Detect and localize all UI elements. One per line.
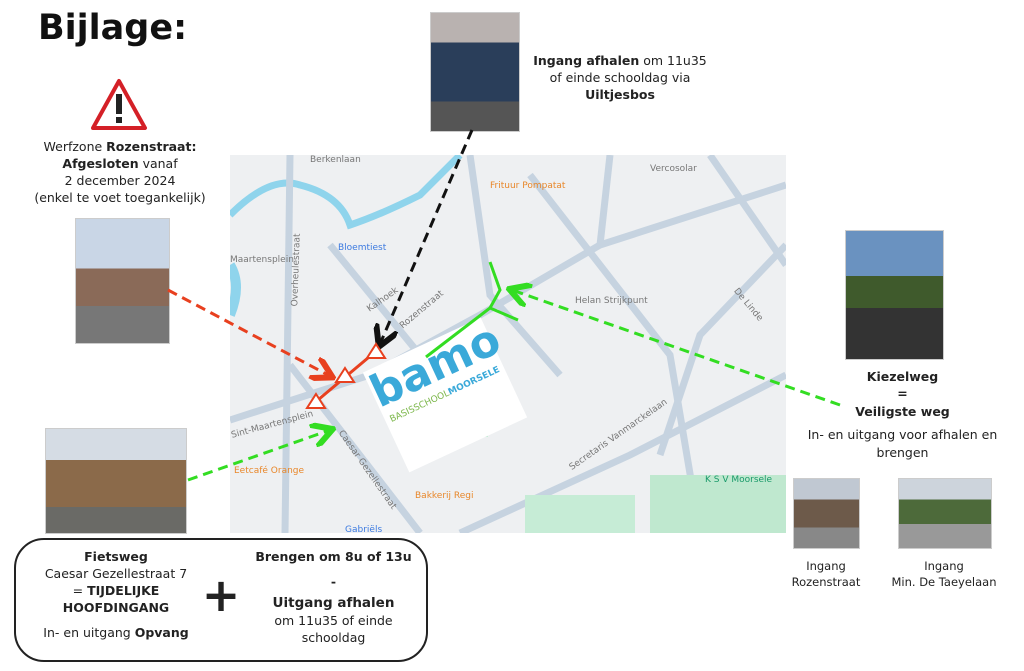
map-label: Berkenlaan [310, 155, 361, 165]
text: TIJDELIJKE [87, 583, 160, 598]
text: Ingang [806, 559, 846, 573]
photo-rozenstraat-street [75, 218, 170, 344]
eq: = [897, 386, 908, 401]
map-label: K S V Moorsele [705, 475, 773, 485]
map: Berkenlaan Vercosolar Frituur Pompatat B… [230, 155, 786, 533]
photo-kiezelweg [845, 230, 944, 360]
photo-ingang-rozenstraat [793, 478, 860, 549]
text: In- en uitgang voor afhalen en [807, 427, 998, 442]
title: Kiezelweg [866, 369, 939, 384]
map-label: Gabriëls [345, 525, 383, 533]
address: Caesar Gezellestraat 7 [44, 566, 188, 581]
title: Fietsweg [84, 549, 148, 564]
map-label: Maartensplein [230, 255, 294, 265]
map-label: Bakkerij Regi [415, 491, 474, 501]
photo-ingang-taeyelaan [898, 478, 992, 549]
top-info: Ingang afhalen om 11u35 of einde schoold… [520, 52, 720, 103]
date: 2 december 2024 [64, 173, 176, 188]
closed: Afgesloten [62, 156, 139, 171]
right-info: Kiezelweg = Veiligste weg In- en uitgang… [800, 368, 1005, 462]
text: Ingang [924, 559, 964, 573]
map-label: Vercosolar [650, 164, 697, 174]
text: Ingang afhalen [533, 53, 640, 68]
text: HOOFDINGANG [62, 600, 170, 615]
text: schooldag [301, 630, 366, 645]
text: om 11u35 [639, 53, 707, 68]
text: om 11u35 of einde [274, 613, 393, 628]
page-title: Bijlage: [38, 8, 188, 48]
text: Brengen om 8u of 13u [255, 549, 412, 564]
text: brengen [876, 445, 929, 460]
text: Uiltjesbos [585, 87, 655, 102]
text: Rozenstraat [791, 575, 861, 589]
text: Uitgang afhalen [272, 595, 395, 611]
note: (enkel te voet toegankelijk) [34, 190, 206, 205]
map-label: Eetcafé Orange [234, 466, 305, 476]
text: vanaf [138, 156, 178, 171]
text: Opvang [134, 625, 189, 640]
text: Werfzone [43, 139, 107, 154]
map-label: Bloemtiest [338, 243, 387, 253]
text: = [72, 583, 88, 598]
map-label: Helan Strijkpunt [575, 296, 648, 306]
text: of einde schooldag via [549, 70, 691, 85]
map-label: Frituur Pompatat [490, 181, 566, 191]
photo-fietsweg [45, 428, 187, 534]
times-info: Brengen om 8u of 13u - Uitgang afhalen o… [246, 548, 421, 646]
street: Rozenstraat: [106, 139, 197, 154]
warning-icon [91, 79, 147, 130]
text: Min. De Taeyelaan [891, 575, 997, 589]
plus-icon: + [201, 568, 241, 622]
fietsweg-info: Fietsweg Caesar Gezellestraat 7 = TIJDEL… [26, 548, 206, 641]
info-box: Fietsweg Caesar Gezellestraat 7 = TIJDEL… [14, 538, 428, 662]
photo-school-entrance [430, 12, 520, 132]
text: - [330, 574, 337, 589]
warning-text: Werfzone Rozenstraat: Afgesloten vanaf 2… [20, 138, 220, 206]
subtitle: Veiligste weg [855, 404, 950, 419]
map-roads [230, 155, 786, 533]
text: In- en uitgang [43, 625, 135, 640]
